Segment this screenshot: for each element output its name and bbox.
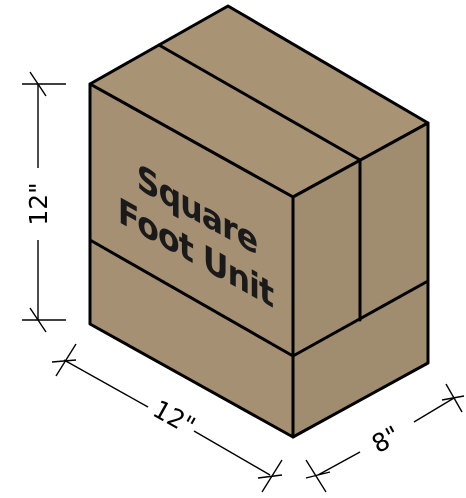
flap-line bbox=[88, 238, 430, 358]
depth-label: 8" bbox=[367, 420, 405, 459]
tape-line-top bbox=[157, 43, 362, 162]
width-label: 12" bbox=[148, 394, 200, 440]
height-label: 12" bbox=[24, 182, 53, 225]
height-dimension: 12" bbox=[22, 71, 66, 333]
